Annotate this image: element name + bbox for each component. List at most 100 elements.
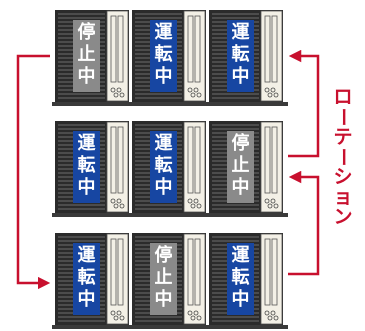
- unit-dial: [119, 203, 125, 209]
- unit-panel-rail: [187, 15, 194, 83]
- unit-panel-rail: [117, 238, 124, 306]
- status-label-char: 運: [232, 22, 250, 43]
- unit-side-panel: [106, 10, 129, 102]
- unit-side-panel: [260, 233, 283, 325]
- unit-side-panel: [106, 233, 129, 325]
- status-label-char: 転: [232, 266, 250, 288]
- rotation-label-char: ー: [332, 107, 354, 126]
- unit-dial: [273, 92, 279, 98]
- unit-side-panel: [106, 121, 129, 213]
- unit-dial: [190, 203, 196, 209]
- unit-panel-rail: [187, 238, 194, 306]
- unit-dial: [267, 203, 273, 209]
- unit-dial: [119, 315, 125, 321]
- rotation-label-char: ロ: [333, 86, 352, 108]
- ac-unit: 停止中: [55, 10, 129, 102]
- status-stopped-badge: [150, 243, 177, 315]
- unit-dial: [110, 310, 116, 316]
- unit-dial: [116, 198, 122, 204]
- status-label-char: 転: [232, 43, 250, 65]
- unit-dial: [193, 198, 199, 204]
- status-label-char: 運: [78, 133, 96, 154]
- unit-base: [52, 325, 288, 329]
- status-label-char: 停: [78, 21, 96, 43]
- status-running-badge: [73, 243, 100, 315]
- ac-unit: 運転中: [132, 10, 206, 102]
- status-label-char: 止: [232, 154, 250, 176]
- ac-unit: 運転中: [55, 121, 129, 213]
- unit-dial: [116, 310, 122, 316]
- unit-dial: [264, 310, 270, 316]
- unit-panel-rail: [194, 15, 201, 83]
- unit-panel-rail: [271, 238, 278, 306]
- status-label-char: 中: [78, 288, 96, 310]
- status-label-char: 止: [78, 43, 96, 65]
- unit-panel-rail: [264, 15, 271, 83]
- unit-dial: [190, 92, 196, 98]
- unit-dial: [116, 87, 122, 93]
- unit-dial: [273, 315, 279, 321]
- status-label-char: 停: [232, 132, 250, 154]
- rotation-label-char: シ: [333, 166, 352, 188]
- status-stopped-badge: [73, 20, 100, 92]
- unit-panel-rail: [264, 238, 271, 306]
- rotation-arrow-right-upper: [288, 49, 320, 158]
- status-label-char: 運: [155, 133, 173, 154]
- unit-dial: [113, 203, 119, 209]
- unit-panel-rail: [271, 126, 278, 194]
- unit-panel-rail: [271, 15, 278, 83]
- ac-unit: 運転中: [55, 233, 129, 325]
- status-label-char: 転: [155, 43, 173, 65]
- unit-side-panel: [260, 10, 283, 102]
- unit-dial: [270, 310, 276, 316]
- rotation-label-char: ン: [333, 206, 352, 228]
- status-running-badge: [150, 20, 177, 92]
- ac-unit: 停止中: [132, 233, 206, 325]
- status-running-badge: [227, 20, 254, 92]
- status-label-char: 中: [155, 288, 173, 310]
- unit-side-panel: [260, 121, 283, 213]
- status-label-char: 中: [155, 176, 173, 198]
- status-label-char: 中: [78, 176, 96, 198]
- rotation-label-char: テ: [333, 126, 352, 148]
- status-label-char: 運: [155, 22, 173, 43]
- unit-side-panel: [183, 121, 206, 213]
- unit-dial: [264, 87, 270, 93]
- unit-dial: [264, 198, 270, 204]
- unit-dial: [196, 92, 202, 98]
- unit-dial: [190, 315, 196, 321]
- unit-dial: [193, 310, 199, 316]
- unit-panel-rail: [117, 126, 124, 194]
- unit-dial: [187, 198, 193, 204]
- unit-side-panel: [183, 233, 206, 325]
- status-running-badge: [73, 131, 100, 203]
- status-label-char: 止: [155, 266, 173, 288]
- status-label-char: 中: [155, 65, 173, 87]
- status-label-char: 中: [232, 65, 250, 87]
- unit-side-panel: [183, 10, 206, 102]
- status-label-char: 運: [232, 245, 250, 266]
- unit-dial: [267, 92, 273, 98]
- status-label-char: 中: [78, 65, 96, 87]
- unit-panel-rail: [194, 238, 201, 306]
- unit-dial: [273, 203, 279, 209]
- rotation-arrow-right-lower: [288, 170, 320, 276]
- status-running-badge: [150, 131, 177, 203]
- status-stopped-badge: [227, 131, 254, 203]
- unit-panel-rail: [264, 126, 271, 194]
- unit-dial: [187, 310, 193, 316]
- unit-dial: [193, 87, 199, 93]
- rotation-label-char: ー: [332, 147, 354, 166]
- unit-panel-rail: [110, 126, 117, 194]
- status-label-char: 停: [155, 244, 173, 266]
- unit-base: [52, 213, 288, 217]
- unit-dial: [119, 92, 125, 98]
- unit-dial: [270, 87, 276, 93]
- unit-dial: [110, 198, 116, 204]
- status-label-char: 転: [155, 154, 173, 176]
- unit-dial: [270, 198, 276, 204]
